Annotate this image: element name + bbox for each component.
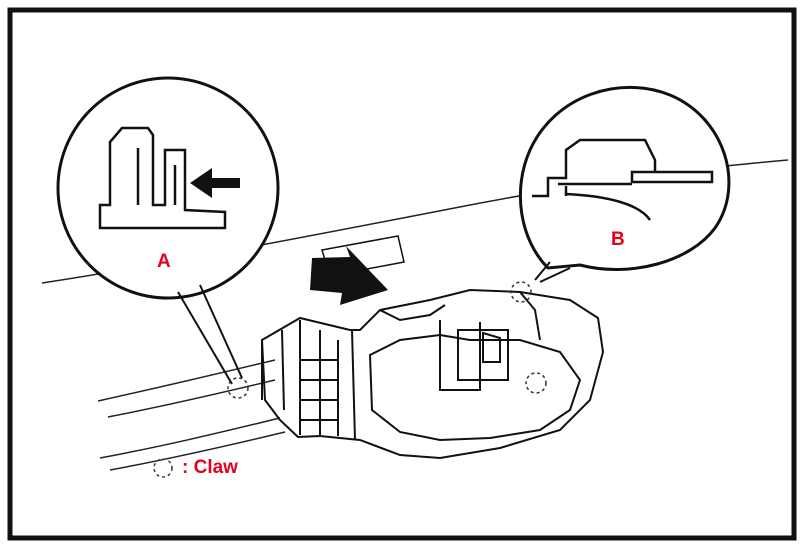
removal-arrow-icon: [310, 246, 388, 305]
cable-upper: [97, 359, 276, 402]
callout-a-bubble: [56, 76, 280, 300]
callout-a-detail: [98, 126, 227, 230]
cable-lower: [99, 417, 281, 459]
callout-a-arrow-icon: [190, 168, 240, 198]
claw-legend: : Claw: [152, 457, 238, 479]
callout-b-bubble: [518, 86, 731, 272]
cable-lower-2: [109, 431, 286, 471]
callout-b-label: B: [611, 229, 625, 250]
claw-marker-b: [510, 281, 532, 303]
callout-a-leader: [177, 284, 243, 385]
callout-b-leader: [534, 261, 571, 283]
outer-border: [7, 7, 797, 541]
callout-a-label: A: [157, 251, 171, 272]
claw-marker-a: [227, 377, 249, 399]
cable-upper-2: [107, 379, 276, 418]
claw-marker-c: [525, 372, 547, 394]
callout-b-detail: [532, 138, 714, 221]
door-handle-assembly: [260, 288, 605, 460]
claw-legend-text: : Claw: [182, 457, 238, 478]
dashed-circle-icon: [153, 458, 173, 478]
